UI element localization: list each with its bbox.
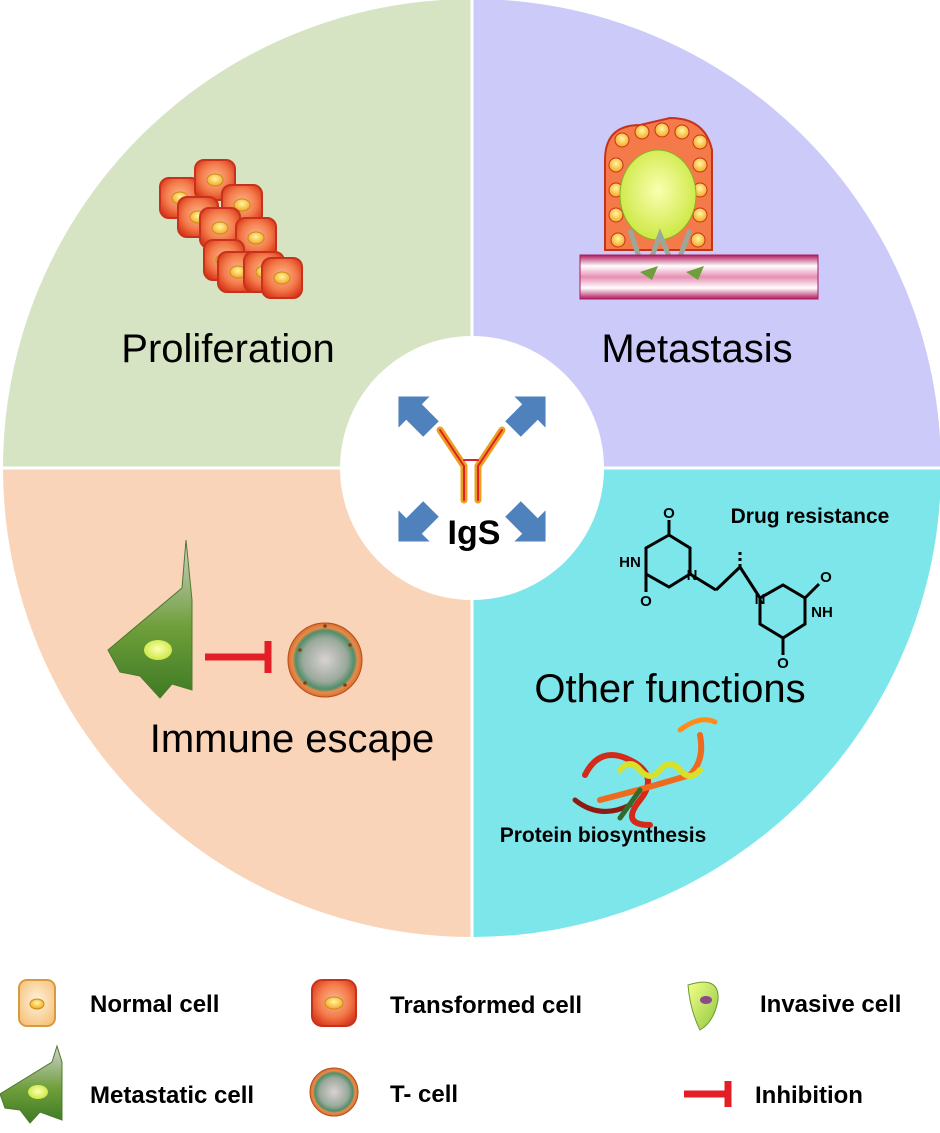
legend: Normal cell Transformed cell Invasive ce… <box>0 979 901 1124</box>
legend-t-cell-icon <box>309 1067 359 1117</box>
antibody-icon <box>436 426 506 504</box>
legend-inhibition: Inhibition <box>755 1082 863 1109</box>
drug-resistance-label: Drug resistance <box>731 505 890 528</box>
blue-arrows <box>398 396 546 542</box>
t-cell-icon <box>287 622 363 698</box>
quadrant-other-functions <box>472 468 940 937</box>
atom-o1: O <box>663 505 675 522</box>
transformed-cell-cluster-icon <box>159 159 303 299</box>
legend-transformed-cell-icon <box>311 979 357 1027</box>
legend-normal-cell-icon <box>18 979 56 1027</box>
metastatic-cell-icon <box>107 539 193 699</box>
metastasis-label: Metastasis <box>601 327 792 371</box>
legend-inhibition-icon <box>684 1081 732 1107</box>
igs-label: IgS <box>448 514 501 552</box>
other-functions-label: Other functions <box>534 667 805 711</box>
structure-atom-labels: O HN O N N O NH O <box>619 505 833 672</box>
atom-n2: N <box>755 591 766 608</box>
proliferation-label: Proliferation <box>121 327 334 371</box>
legend-normal-cell: Normal cell <box>90 991 219 1018</box>
dexrazoxane-structure-icon <box>644 520 821 655</box>
quadrant-immune-escape <box>3 468 472 937</box>
protein-structure-icon <box>572 717 718 828</box>
atom-n1: N <box>687 567 698 584</box>
inhibition-arrow-icon <box>205 641 272 673</box>
immune-escape-label: Immune escape <box>150 717 435 761</box>
atom-nh1: HN <box>619 554 641 571</box>
legend-t-cell: T- cell <box>390 1081 458 1108</box>
legend-invasive-cell-icon <box>687 981 719 1031</box>
atom-o4: O <box>777 655 789 672</box>
tumour-invasion-icon <box>579 116 819 300</box>
legend-invasive-cell: Invasive cell <box>760 991 901 1018</box>
atom-o3: O <box>820 569 832 586</box>
center-circle <box>340 336 604 600</box>
legend-transformed-cell: Transformed cell <box>390 992 582 1019</box>
legend-metastatic-cell-icon <box>0 1044 63 1124</box>
protein-biosynthesis-label: Protein biosynthesis <box>500 824 707 847</box>
legend-metastatic-cell: Metastatic cell <box>90 1082 254 1109</box>
atom-nh2: NH <box>811 604 833 621</box>
atom-o2: O <box>640 593 652 610</box>
